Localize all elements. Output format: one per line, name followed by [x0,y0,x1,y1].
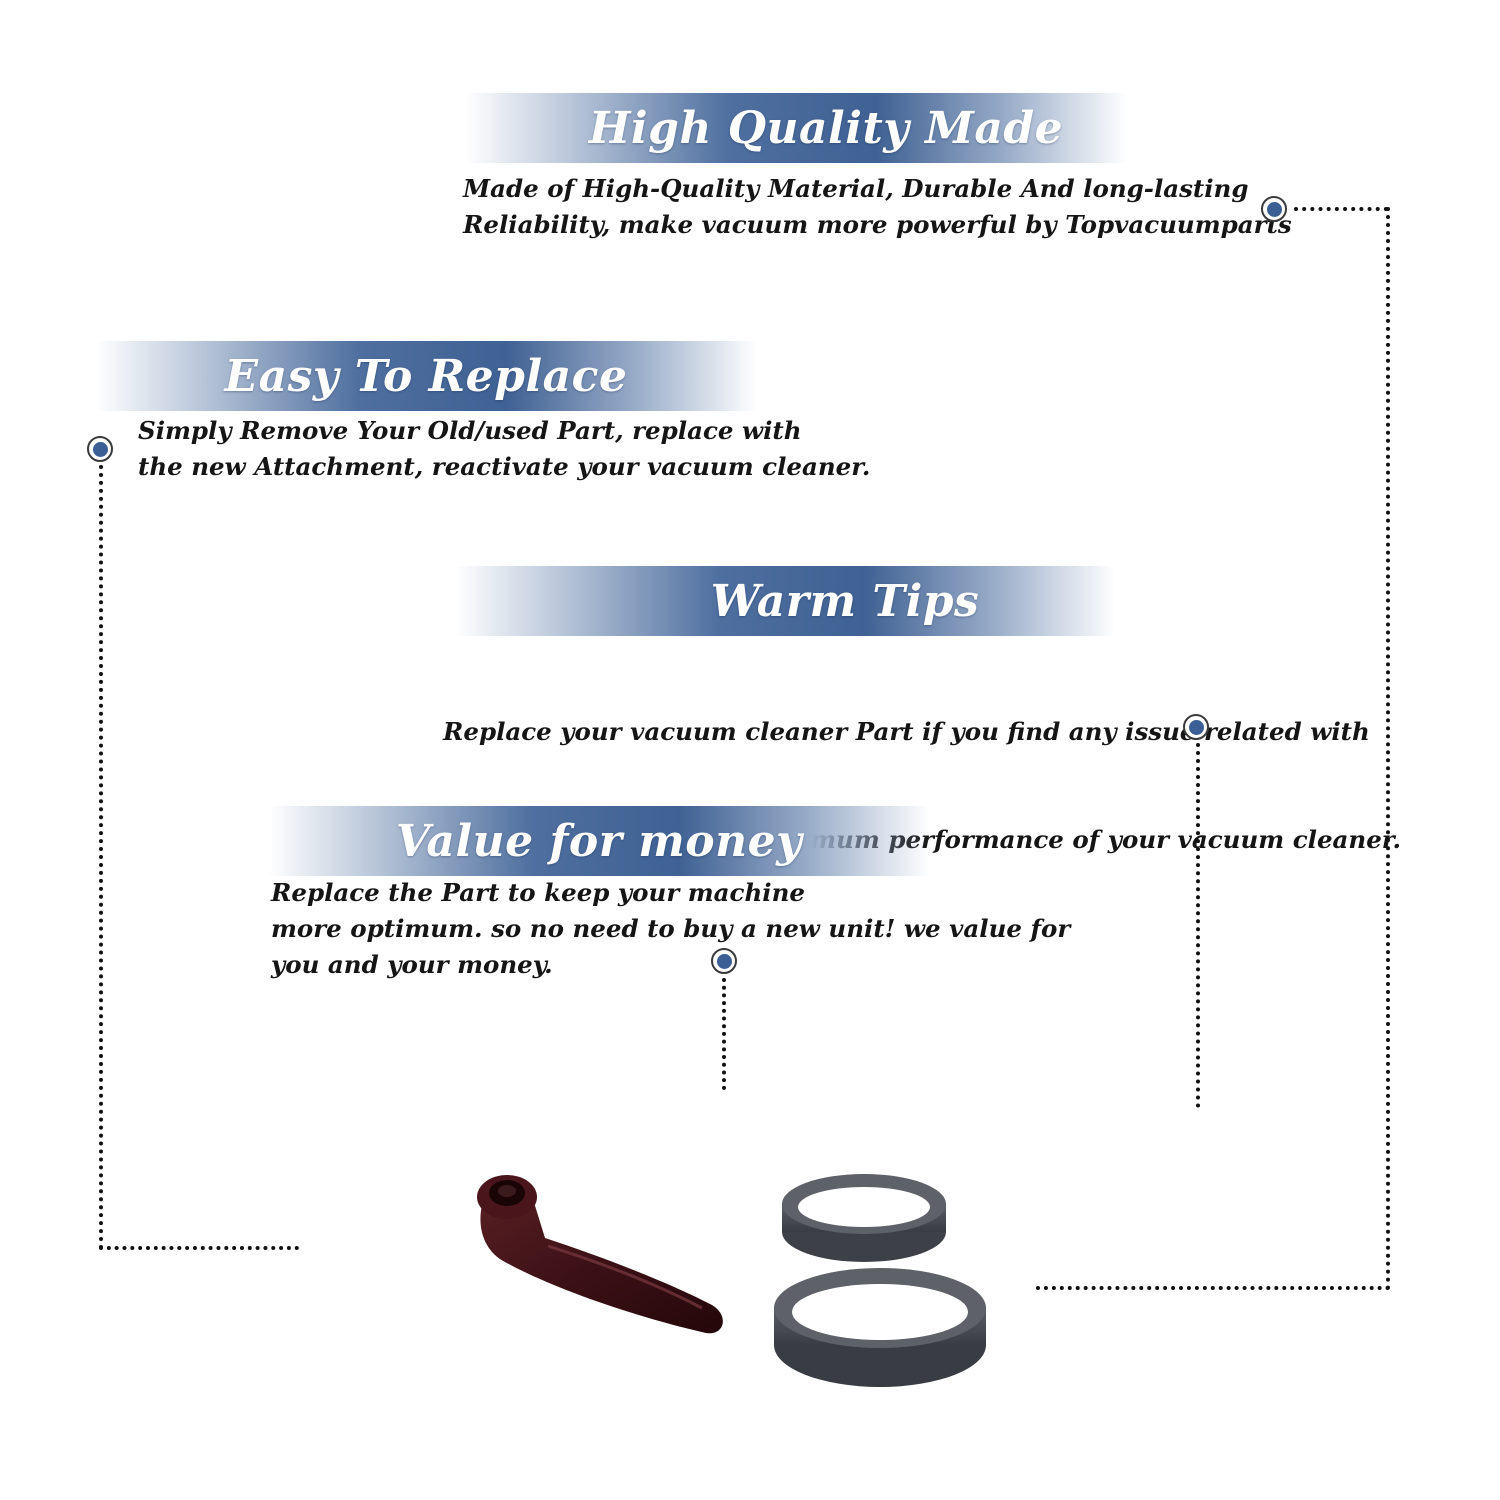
connector-bottom-right-horizontal [1036,1286,1390,1294]
connector-warm-tips-vertical [1196,743,1204,1108]
banner-warm-tips: Warm Tips [455,566,1115,636]
section-title-easy-replace: Easy To Replace [224,350,628,402]
desc-line: Replace the Part to keep your machine [271,878,805,907]
marker-dot-icon [711,948,737,974]
marker-dot-icon [87,436,113,462]
connector-right-vertical [1386,207,1394,1291]
lever-part-icon [477,1175,723,1334]
desc-line: you and your money. [271,950,553,979]
desc-line: Simply Remove Your Old/used Part, replac… [138,416,802,445]
section-desc-easy-replace: Simply Remove Your Old/used Part, replac… [138,413,870,485]
marker-dot-icon [1183,714,1209,740]
section-desc-value-money: Replace the Part to keep your machine mo… [271,875,1070,983]
marker-dot-icon [1261,196,1287,222]
desc-line: Replace your vacuum cleaner Part if you … [443,717,1370,746]
vacuum-belt-icon [774,1268,986,1387]
section-title-value-money: Value for money [395,815,803,867]
vacuum-belt-icon [782,1174,946,1262]
banner-value-money: Value for money [268,806,930,876]
desc-line: Made of High-Quality Material, Durable A… [463,174,1249,203]
connector-left-vertical [99,465,107,1250]
banner-easy-replace: Easy To Replace [95,341,757,411]
connector-bottom-left-horizontal [99,1246,299,1254]
desc-line: Reliability, make vacuum more powerful b… [463,210,1292,239]
section-title-warm-tips: Warm Tips [710,575,980,627]
banner-high-quality: High Quality Made [465,93,1127,163]
section-title-high-quality: High Quality Made [588,102,1064,154]
connector-value-vertical [722,978,730,1090]
desc-line: more optimum. so no need to buy a new un… [271,914,1071,943]
section-desc-high-quality: Made of High-Quality Material, Durable A… [463,171,1292,243]
desc-line: the new Attachment, reactivate your vacu… [138,452,871,481]
connector-top-horizontal [1294,207,1388,215]
